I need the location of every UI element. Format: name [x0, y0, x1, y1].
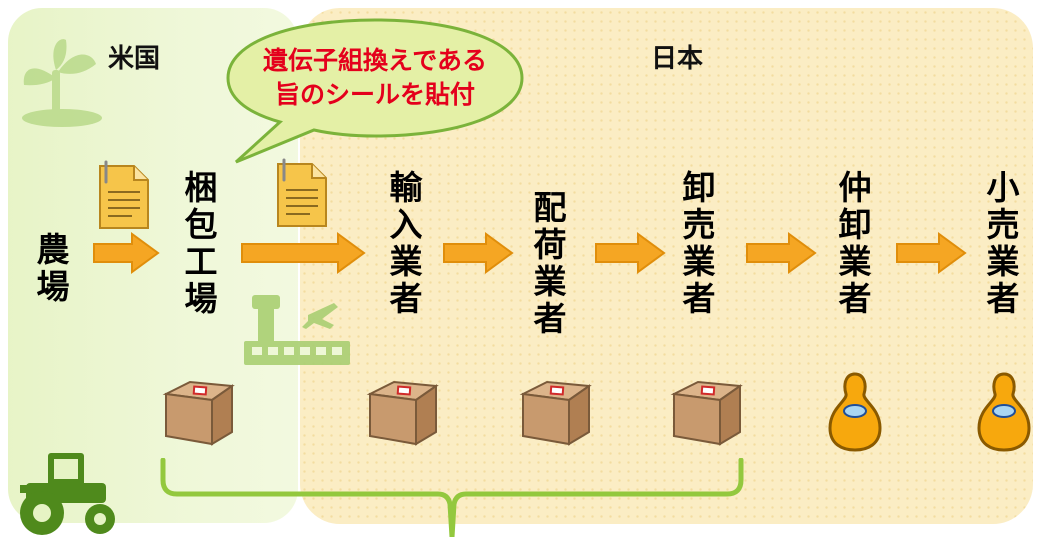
gourd-icon [977, 372, 1031, 452]
document-icon [99, 160, 149, 229]
cardboard-box-icon [670, 380, 743, 446]
node-intermediate-wholesaler: 仲卸業者 [833, 170, 872, 318]
document-icon [277, 158, 327, 227]
node-wholesaler: 卸売業者 [677, 170, 716, 318]
arrow-intermediate-to-retailer [896, 232, 967, 274]
callout-line-2: 旨のシールを貼付 [274, 80, 475, 109]
gourd-icon [828, 372, 882, 452]
usa-region-label: 米国 [108, 44, 161, 74]
japan-region-label: 日本 [651, 44, 704, 74]
arrow-packing-to-importer [241, 232, 366, 274]
node-farm: 農場 [31, 232, 70, 306]
arrow-farm-to-packing [93, 232, 160, 274]
arrow-importer-to-distributor [443, 232, 514, 274]
node-distributor: 配荷業者 [528, 190, 567, 338]
airport-icon [244, 295, 350, 365]
bracket [160, 458, 744, 537]
callout-line-1: 遺伝子組換えである [262, 46, 487, 75]
callout-text: 遺伝子組換えである 旨のシールを貼付 [226, 44, 524, 112]
cardboard-box-icon [162, 380, 235, 446]
cardboard-box-icon [519, 380, 592, 446]
plant-icon [22, 39, 102, 127]
node-importer: 輸入業者 [384, 170, 423, 318]
tractor-icon [20, 453, 115, 535]
node-packing-plant: 梱包工場 [179, 170, 218, 318]
arrow-wholesaler-to-intermediate [746, 232, 817, 274]
cardboard-box-icon [366, 380, 439, 446]
arrow-distributor-to-wholesaler [595, 232, 666, 274]
callout-bubble [226, 18, 524, 164]
node-retailer: 小売業者 [981, 170, 1020, 318]
